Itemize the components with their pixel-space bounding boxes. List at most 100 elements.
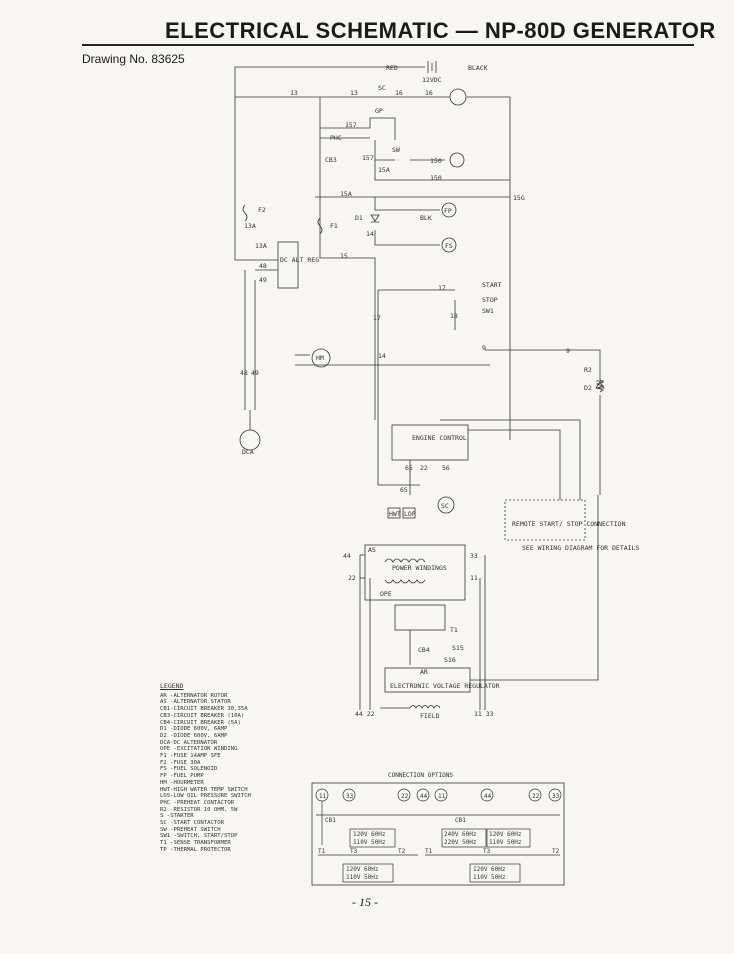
terminal-icon xyxy=(342,788,356,802)
label-12vdc: 12VDC xyxy=(422,76,442,84)
co-box-c xyxy=(486,828,531,848)
legend-item: CB4-CIRCUIT BREAKER (5A) xyxy=(160,719,241,726)
label-15a-b: 15A xyxy=(340,190,352,198)
label-r2: R2 xyxy=(584,366,592,374)
co-terminal-7: 22 xyxy=(532,793,540,800)
co-terminal-2: 33 xyxy=(346,793,354,800)
label-d2: D2 xyxy=(584,384,592,392)
label-17b: 17 xyxy=(373,314,381,322)
preheat-glow-icon xyxy=(449,152,465,168)
co-box-a xyxy=(349,828,396,848)
co-box-c-2: 110V 50Hz xyxy=(489,839,522,846)
label-t1: T1 xyxy=(450,626,458,634)
label-cb3: CB3 xyxy=(325,156,337,164)
label-11-33: 11 33 xyxy=(474,710,494,718)
wiring xyxy=(234,61,601,710)
label-44: 44 xyxy=(343,552,351,560)
legend-item: F1 -FUSE 14AMP SFE xyxy=(160,753,221,760)
alternator-stator-box xyxy=(364,544,466,601)
fuel-solenoid-icon xyxy=(441,237,457,253)
label-ope: OPE xyxy=(380,590,392,598)
label-9: 9 xyxy=(482,344,486,352)
label-remote-start: REMOTE START/ STOP CONNECTION xyxy=(512,520,626,528)
drawing-number: Drawing No. 83625 xyxy=(82,52,185,66)
wire-engine-right xyxy=(468,429,561,500)
legend-item: HM -HOURMETER xyxy=(160,779,204,786)
label-65b: 65 xyxy=(400,486,408,494)
label-gp: GP xyxy=(375,107,383,115)
label-electronic-vr: ELECTRONIC VOLTAGE REGULATOR xyxy=(390,682,500,690)
label-dc-alt-reg: DC ALT REG xyxy=(280,256,319,264)
label-18: 18 xyxy=(450,312,458,320)
wire-17-bottom xyxy=(377,425,420,486)
legend-item: CB3-CIRCUIT BREAKER (10A) xyxy=(160,712,245,719)
co-cb1-left: CB1 xyxy=(325,817,336,824)
label-black: BLACK xyxy=(468,64,488,72)
co-t1-right: T1 xyxy=(425,848,433,855)
label-power-windings: POWER WINDINGS xyxy=(392,564,447,572)
co-terminal-8: 33 xyxy=(552,793,560,800)
lop-switch-icon xyxy=(402,507,416,519)
label-11: 11 xyxy=(470,574,478,582)
page-title: ELECTRICAL SCHEMATIC — NP-80D GENERATOR xyxy=(165,18,716,43)
co-t2-left: T2 xyxy=(398,848,406,855)
label-44-22: 44 22 xyxy=(355,710,375,718)
label-stop: STOP xyxy=(482,296,498,304)
label-s16: S16 xyxy=(444,656,456,664)
field-coil xyxy=(409,705,441,709)
co-t3-right: T3 xyxy=(483,848,491,855)
label-157: 157 xyxy=(345,121,357,129)
label-22: 22 xyxy=(420,464,428,472)
co-terminal-3: 22 xyxy=(401,793,409,800)
label-15g: 15G xyxy=(513,194,525,202)
co-box-b-2: 220V 50Hz xyxy=(444,839,477,846)
label-field: FIELD xyxy=(420,712,440,720)
co-t1-left: T1 xyxy=(318,848,326,855)
label-14b: 14 xyxy=(378,352,386,360)
co-bottom-a-1: 120V 60Hz xyxy=(346,866,379,873)
label-sc: SC xyxy=(378,84,386,92)
co-cb1-right: CB1 xyxy=(455,817,466,824)
legend-item: PHC -PREHEAT CONTACTOR xyxy=(160,799,235,806)
co-box-b xyxy=(441,828,487,848)
diode-d1-icon xyxy=(370,214,380,223)
wire-gp xyxy=(320,117,396,140)
legend-item: DCA-DC ALTERNATOR xyxy=(160,739,218,746)
connection-options-frame xyxy=(311,782,565,886)
sense-transformer-box xyxy=(394,604,446,631)
label-hwt: HWT xyxy=(389,510,401,518)
legend-item: D1 -DIODE 600V, 6AMP xyxy=(160,726,228,733)
legend-item: S -STARTER xyxy=(160,813,194,820)
co-bottom-b-2: 110V 50Hz xyxy=(473,874,506,881)
label-157b: 157 xyxy=(362,154,374,162)
engine-control-box xyxy=(391,424,469,461)
label-49: 49 xyxy=(259,276,267,284)
label-15: 15 xyxy=(340,252,348,260)
wire-fp xyxy=(374,197,440,211)
label-48-49: 48 xyxy=(240,369,248,377)
legend-item: CB1-CIRCUIT BREAKER 30,35A xyxy=(160,706,248,713)
legend-item: FS -FUEL SOLENOID xyxy=(160,766,218,773)
wire-15 xyxy=(319,250,376,420)
legend-item: SC -START CONTACTOR xyxy=(160,820,224,827)
label-150: 150 xyxy=(430,157,442,165)
title-rule xyxy=(82,44,694,46)
label-33: 33 xyxy=(470,552,478,560)
label-d1: D1 xyxy=(355,214,363,222)
terminal-icon xyxy=(434,788,448,802)
power-winding xyxy=(384,558,426,563)
label-22b: 22 xyxy=(348,574,356,582)
co-box-a-2: 110V 50Hz xyxy=(353,839,386,846)
connection-options-title: CONNECTION OPTIONS xyxy=(388,772,453,779)
wire-9 xyxy=(485,349,601,380)
label-56: 56 xyxy=(442,464,450,472)
label-48: 48 xyxy=(259,262,267,270)
co-bottom-b-1: 120V 60Hz xyxy=(473,866,506,873)
wire-13-left xyxy=(234,97,245,261)
label-f1: F1 xyxy=(330,222,338,230)
label-blk: BLK xyxy=(420,214,432,222)
diode-d2-icon xyxy=(595,380,605,389)
label-hm: HM xyxy=(316,354,324,362)
hwt-switch-icon xyxy=(387,507,401,519)
